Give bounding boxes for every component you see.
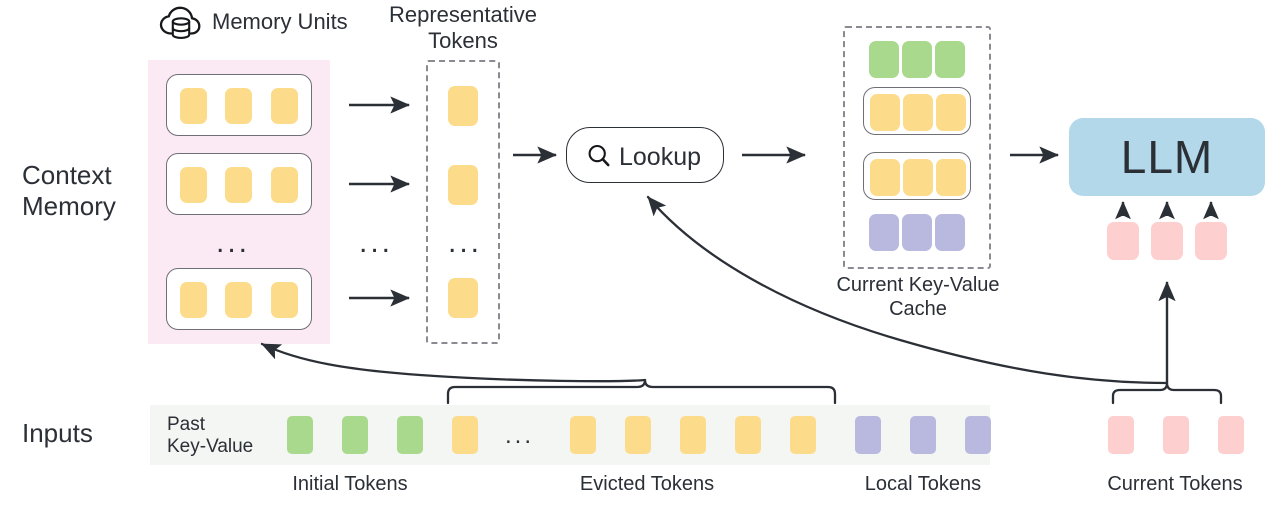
memory-unit-1[interactable]	[166, 74, 312, 136]
kv-cache-token-local	[869, 214, 899, 251]
input-token-initial	[287, 416, 313, 454]
brace-current-tokens	[1111, 381, 1223, 405]
memory-arrows-ellipsis: ...	[359, 226, 394, 259]
input-token-evicted	[680, 416, 706, 454]
input-token-current	[1218, 416, 1244, 454]
memory-unit-2[interactable]	[166, 153, 312, 215]
input-token-evicted	[735, 416, 761, 454]
representative-token-2	[448, 165, 478, 205]
memory-token	[271, 167, 298, 203]
kv-cache-token-local	[935, 214, 965, 251]
caption-current-tokens: Current Tokens	[1107, 473, 1243, 495]
representative-tokens-ellipsis: ...	[448, 226, 483, 259]
kv-cache-retrieved-unit-2	[863, 152, 971, 200]
memory-token	[180, 282, 207, 318]
curve-evicted-to-context-memory	[260, 342, 647, 383]
memory-units-ellipsis: ...	[216, 226, 251, 259]
memory-token	[180, 167, 207, 203]
memory-unit-3[interactable]	[166, 268, 312, 330]
memory-token	[271, 282, 298, 318]
kv-cache-token-retrieved	[936, 94, 966, 131]
lookup-label: Lookup	[619, 143, 702, 171]
memory-token	[180, 88, 207, 124]
llm-input-token	[1107, 222, 1139, 260]
kv-cache-token-retrieved	[870, 159, 900, 196]
memory-token	[225, 282, 252, 318]
input-token-local	[965, 416, 991, 454]
row-label-inputs: Inputs	[22, 418, 93, 448]
input-evicted-ellipsis: ...	[505, 422, 535, 449]
caption-initial-tokens: Initial Tokens	[292, 473, 408, 495]
kv-cache-token-retrieved	[903, 159, 933, 196]
input-token-initial	[397, 416, 423, 454]
caption-evicted-tokens: Evicted Tokens	[579, 473, 715, 495]
kv-cache-token-initial	[869, 41, 899, 78]
kv-cache-token-retrieved	[870, 94, 900, 131]
input-token-evicted	[790, 416, 816, 454]
kv-cache-token-retrieved	[936, 159, 966, 196]
representative-token-1	[448, 86, 478, 126]
brace-evicted-tokens	[446, 378, 837, 405]
kv-cache-token-initial	[902, 41, 932, 78]
representative-token-3	[448, 278, 478, 318]
input-token-evicted	[570, 416, 596, 454]
llm-block[interactable]: LLM	[1069, 118, 1265, 196]
input-token-evicted	[625, 416, 651, 454]
llm-input-token	[1151, 222, 1183, 260]
llm-label: LLM	[1120, 131, 1214, 183]
caption-local-tokens: Local Tokens	[864, 473, 982, 495]
kv-cache-token-initial	[935, 41, 965, 78]
input-token-initial	[342, 416, 368, 454]
input-token-current	[1108, 416, 1134, 454]
search-icon	[585, 142, 613, 170]
memory-token	[225, 167, 252, 203]
input-token-local	[855, 416, 881, 454]
kv-cache-retrieved-unit-1	[863, 87, 971, 135]
memory-units-header: Memory Units	[150, 2, 450, 44]
cloud-database-icon	[158, 4, 204, 44]
memory-units-label: Memory Units	[212, 9, 348, 34]
llm-input-token	[1195, 222, 1227, 260]
kv-cache-token-retrieved	[903, 94, 933, 131]
input-token-evicted	[452, 416, 478, 454]
lookup-button[interactable]: Lookup	[566, 127, 724, 183]
memory-token	[225, 88, 252, 124]
kv-cache-token-local	[902, 214, 932, 251]
input-token-local	[910, 416, 936, 454]
memory-token	[271, 88, 298, 124]
input-token-current	[1163, 416, 1189, 454]
